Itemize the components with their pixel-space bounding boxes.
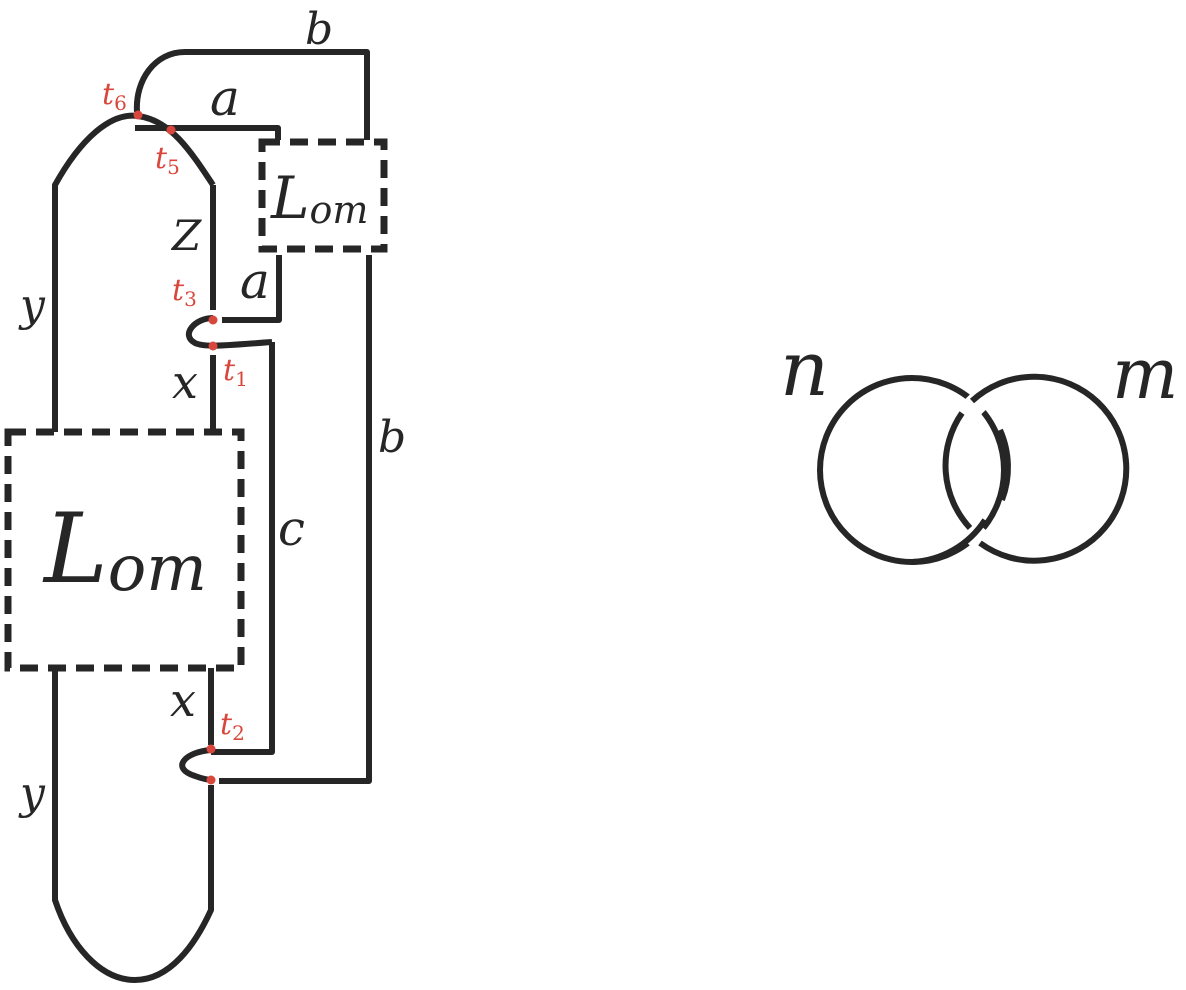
label-a-top: a — [210, 69, 240, 127]
small-box-label: Lom — [270, 164, 368, 232]
point-t2 — [206, 744, 216, 754]
left-diagram-strands — [52, 49, 372, 983]
label-c: c — [278, 501, 305, 557]
label-t3: t3 — [172, 273, 197, 311]
crossing-points: t6 t5 t3 t1 t2 — [102, 77, 248, 785]
outer-loop-lower — [52, 668, 214, 983]
point-t3 — [208, 315, 218, 325]
big-box — [4, 428, 245, 672]
strand-b-top — [133, 49, 370, 140]
strand-a-mid — [222, 255, 282, 323]
label-y-upper: y — [18, 280, 46, 331]
label-b-right: b — [378, 412, 406, 463]
strand-b-right — [219, 255, 372, 784]
strand-c — [211, 342, 275, 755]
hopf-label-m: m — [1112, 333, 1178, 415]
clasp-upper — [185, 315, 273, 349]
label-x-lower: x — [170, 673, 196, 727]
small-box — [258, 138, 388, 253]
label-t6: t6 — [102, 77, 127, 115]
hopf-circle-m — [969, 373, 1130, 564]
label-t1: t1 — [223, 353, 248, 391]
label-x-upper: x — [172, 355, 198, 409]
label-t2: t2 — [220, 707, 245, 745]
hopf-circle-n-over — [911, 518, 988, 565]
point-t6 — [133, 110, 143, 120]
label-b-top: b — [305, 4, 333, 55]
label-y-lower: y — [18, 768, 46, 819]
point-t5 — [166, 125, 176, 135]
strand-a-top — [135, 125, 281, 140]
hopf-link: n m — [780, 324, 1178, 573]
point-t1 — [208, 341, 218, 351]
strand-labels: b a Z a y x b c x y — [18, 4, 406, 819]
label-a-mid: a — [240, 252, 270, 310]
point-t2-lower — [206, 775, 216, 785]
hopf-circle-m-inner — [942, 411, 973, 531]
hopf-circle-n-right — [997, 428, 1011, 502]
clasp-lower — [179, 747, 214, 783]
big-box-label: Lom — [42, 493, 207, 606]
label-t5: t5 — [155, 141, 180, 179]
hopf-label-n: n — [780, 324, 829, 413]
label-z: Z — [170, 211, 202, 260]
